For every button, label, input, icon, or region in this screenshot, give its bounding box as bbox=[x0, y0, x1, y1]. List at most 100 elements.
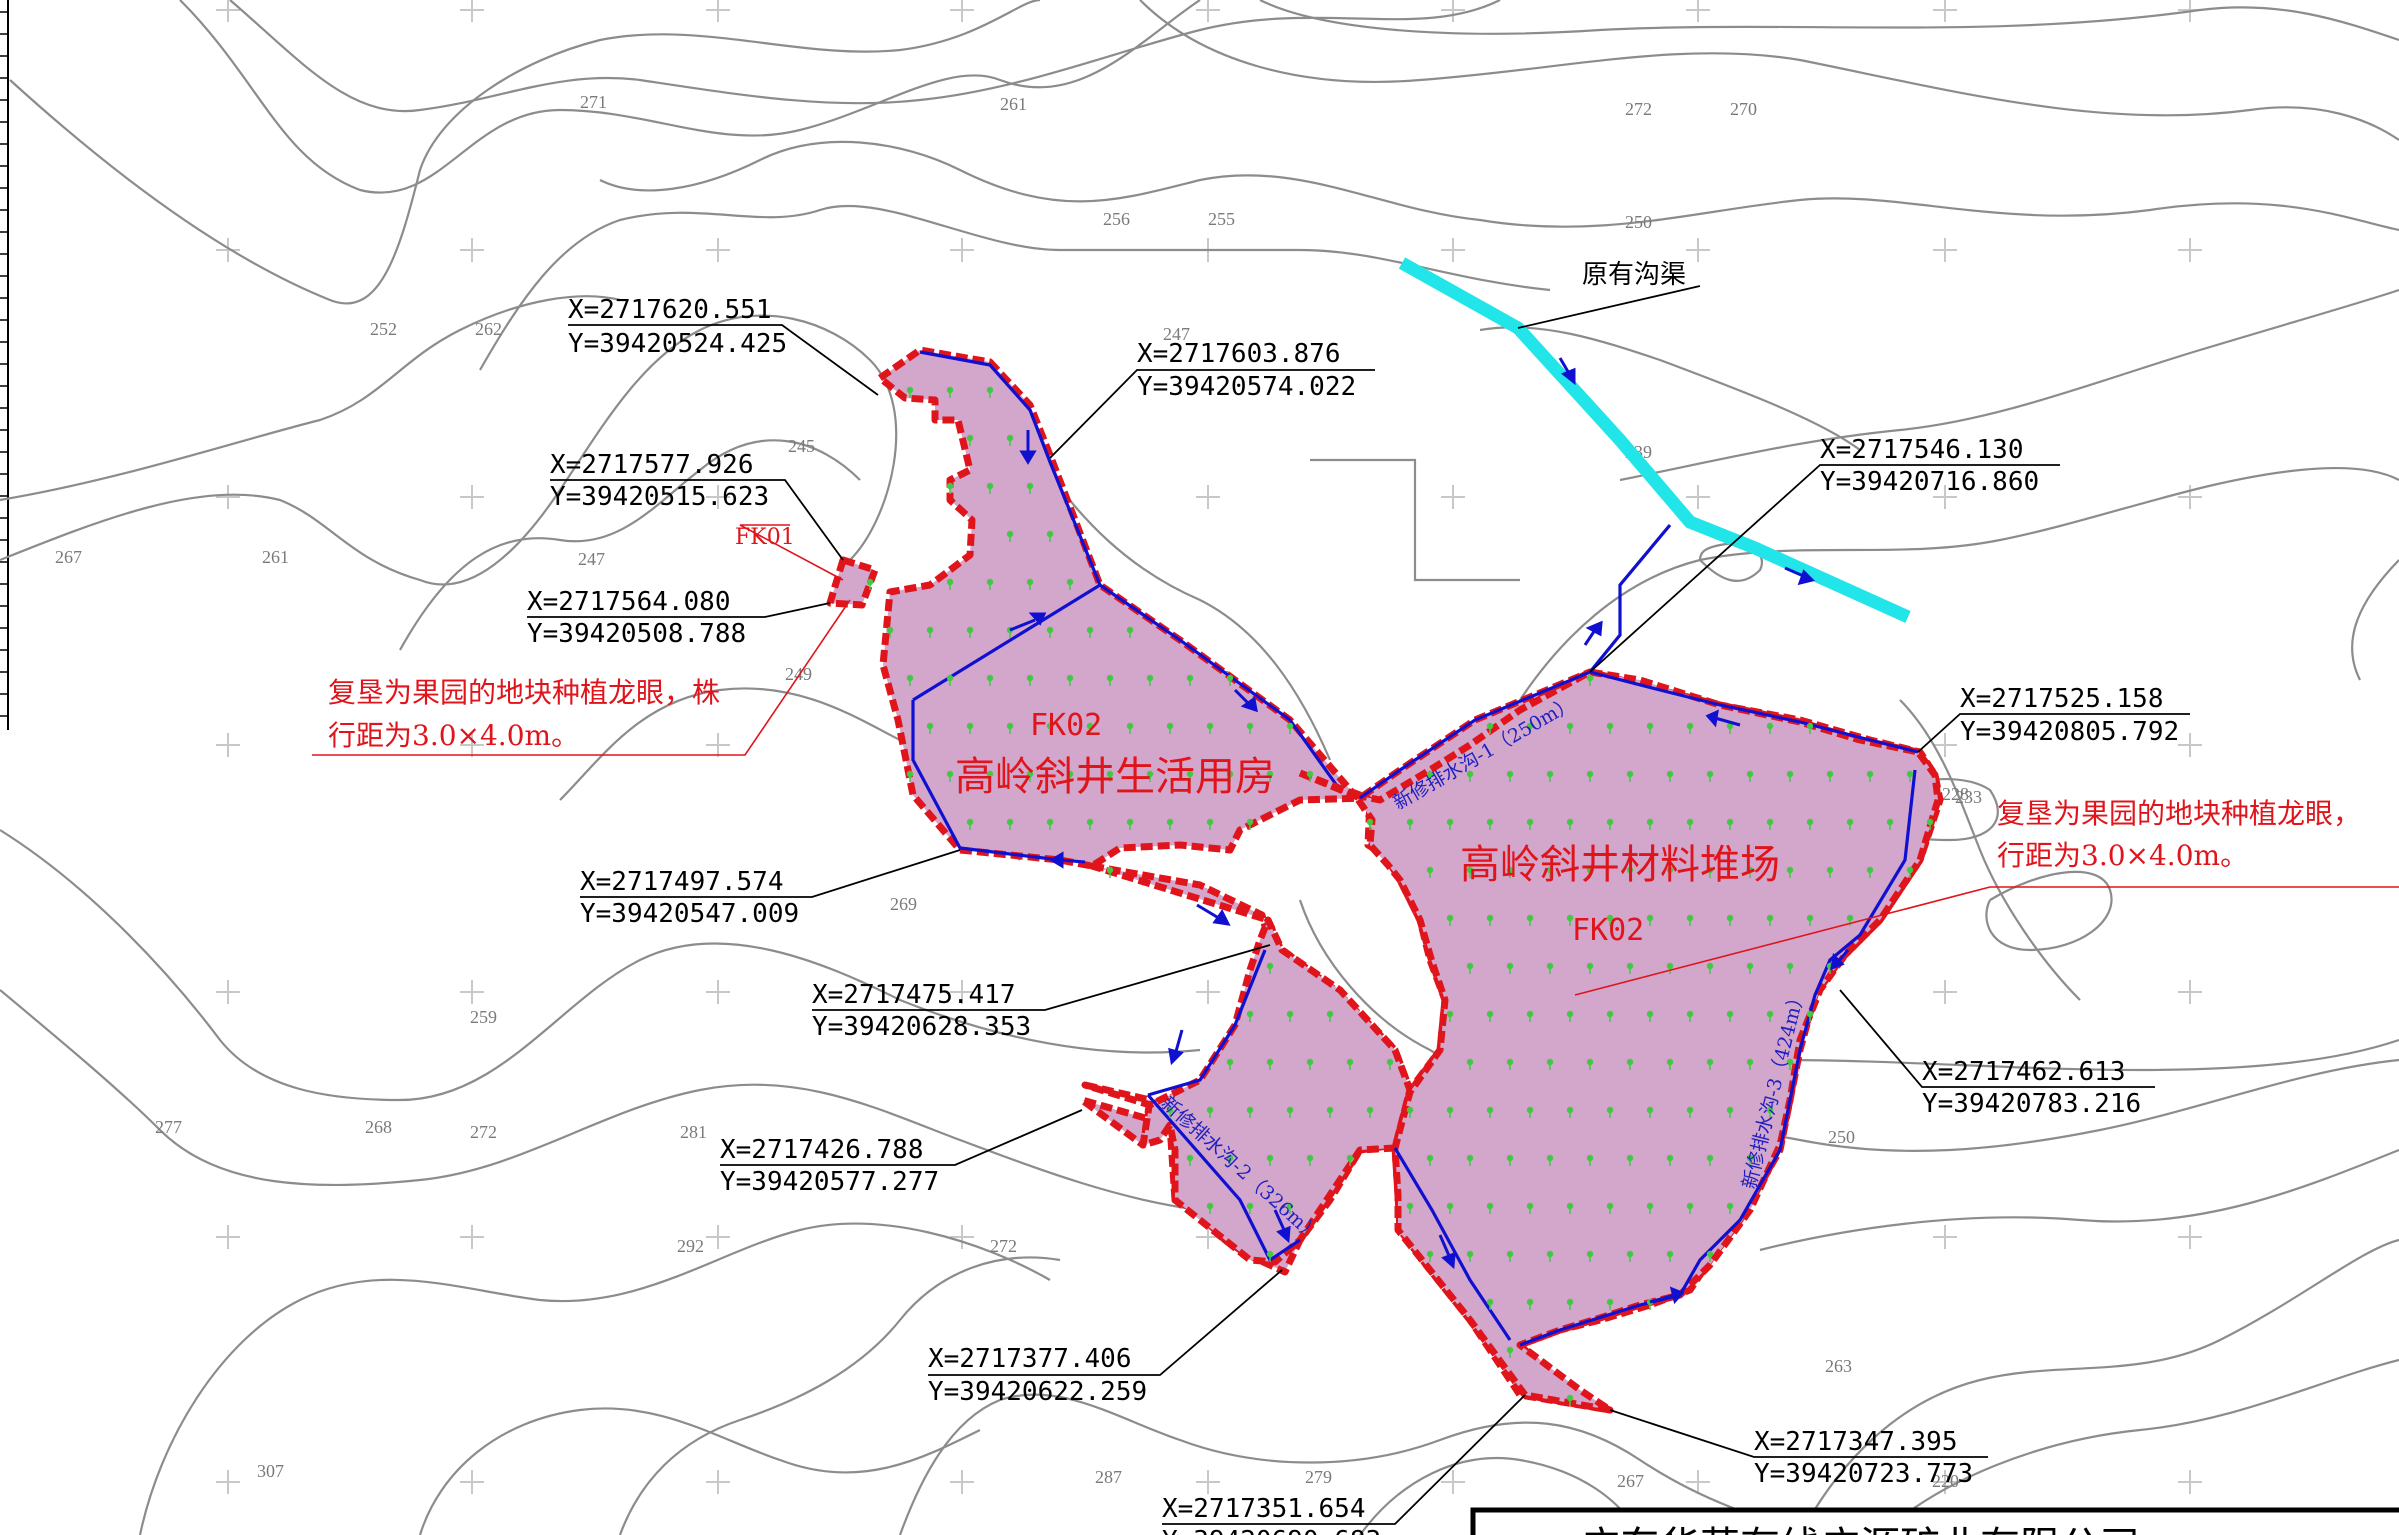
tree-marker bbox=[1606, 818, 1614, 830]
existing-canal: 原有沟渠 bbox=[1398, 257, 1911, 623]
tree-marker bbox=[1586, 1250, 1594, 1262]
svg-text:Y=39420723.773: Y=39420723.773 bbox=[1754, 1459, 1973, 1489]
tree-marker bbox=[1526, 818, 1534, 830]
tree-marker bbox=[1006, 434, 1014, 446]
elevation-label: 220 bbox=[1932, 1471, 1959, 1491]
svg-text:X=2717475.417: X=2717475.417 bbox=[812, 980, 1016, 1010]
tree-marker bbox=[1506, 770, 1514, 782]
tree-marker bbox=[1766, 818, 1774, 830]
tree-marker bbox=[1686, 914, 1694, 926]
tree-marker bbox=[1026, 578, 1034, 590]
tree-marker bbox=[1286, 1202, 1294, 1214]
grid-cross bbox=[950, 238, 974, 262]
tree-marker bbox=[1206, 722, 1214, 734]
tree-marker bbox=[1226, 1154, 1234, 1166]
tree-marker bbox=[1666, 866, 1674, 878]
svg-text:X=2717347.395: X=2717347.395 bbox=[1754, 1427, 1958, 1457]
tree-marker bbox=[1686, 818, 1694, 830]
svg-text:X=2717462.613: X=2717462.613 bbox=[1922, 1057, 2126, 1087]
tree-marker bbox=[1706, 770, 1714, 782]
tree-marker bbox=[906, 386, 914, 398]
note-left-line1: 复垦为果园的地块种植龙眼，株 bbox=[328, 676, 720, 709]
tree-marker bbox=[1306, 770, 1314, 782]
tree-marker bbox=[1246, 818, 1254, 830]
elevation-label: 262 bbox=[475, 319, 502, 339]
tree-marker bbox=[1686, 1106, 1694, 1118]
tree-marker bbox=[1306, 1058, 1314, 1070]
tree-marker bbox=[1306, 1154, 1314, 1166]
tree-marker bbox=[1726, 722, 1734, 734]
coord-callout: X=2717426.788 Y=39420577.277 bbox=[720, 1109, 1083, 1197]
note-right-line1: 复垦为果园的地块种植龙眼， bbox=[1997, 797, 2361, 830]
tree-marker bbox=[1086, 818, 1094, 830]
tree-marker bbox=[1686, 1010, 1694, 1022]
tree-marker bbox=[1466, 1154, 1474, 1166]
grid-cross bbox=[2178, 238, 2202, 262]
fk02-east-name: 高岭斜井材料堆场 bbox=[1460, 842, 1780, 888]
grid-cross bbox=[706, 980, 730, 1004]
tree-marker bbox=[1526, 722, 1534, 734]
tree-marker bbox=[1826, 770, 1834, 782]
grid-cross bbox=[460, 0, 484, 22]
tree-marker bbox=[1626, 1058, 1634, 1070]
tree-marker bbox=[1266, 770, 1274, 782]
tree-marker bbox=[1106, 674, 1114, 686]
tree-marker bbox=[1266, 1058, 1274, 1070]
svg-text:X=2717525.158: X=2717525.158 bbox=[1960, 684, 2164, 714]
grid-cross bbox=[1686, 1470, 1710, 1494]
tree-marker bbox=[1326, 1010, 1334, 1022]
tree-marker bbox=[1566, 1106, 1574, 1118]
elevation-label: 271 bbox=[580, 92, 607, 112]
tree-marker bbox=[1546, 770, 1554, 782]
tree-marker bbox=[1566, 1394, 1574, 1406]
svg-text:X=2717564.080: X=2717564.080 bbox=[527, 587, 731, 617]
tree-marker bbox=[1466, 866, 1474, 878]
tree-marker bbox=[1166, 722, 1174, 734]
tree-marker bbox=[1786, 962, 1794, 974]
tree-marker bbox=[1006, 722, 1014, 734]
tree-marker bbox=[1346, 1154, 1354, 1166]
tree-marker bbox=[1806, 722, 1814, 734]
tree-marker bbox=[1426, 1154, 1434, 1166]
tree-marker bbox=[1746, 866, 1754, 878]
elevation-label: 252 bbox=[370, 319, 397, 339]
tree-marker bbox=[1646, 914, 1654, 926]
tree-marker bbox=[1646, 1202, 1654, 1214]
tree-marker bbox=[1386, 1058, 1394, 1070]
tree-marker bbox=[1246, 1106, 1254, 1118]
tree-marker bbox=[1846, 818, 1854, 830]
tree-marker bbox=[906, 770, 914, 782]
tree-marker bbox=[1566, 1202, 1574, 1214]
tree-marker bbox=[1046, 530, 1054, 542]
tree-marker bbox=[1626, 962, 1634, 974]
tree-marker bbox=[946, 770, 954, 782]
elevation-label: 272 bbox=[470, 1122, 497, 1142]
tree-marker bbox=[1586, 1058, 1594, 1070]
tree-marker bbox=[1126, 722, 1134, 734]
elevation-label: 279 bbox=[1305, 1467, 1332, 1487]
elevation-label: 267 bbox=[55, 547, 82, 567]
grid-cross bbox=[2178, 1470, 2202, 1494]
tree-marker bbox=[1126, 818, 1134, 830]
title-block: 广东华茂有线广源矿业有限公司 bbox=[1470, 1507, 2399, 1535]
tree-marker bbox=[1346, 1058, 1354, 1070]
svg-text:X=2717351.654: X=2717351.654 bbox=[1162, 1494, 1366, 1524]
tree-marker bbox=[1566, 818, 1574, 830]
tree-marker bbox=[1286, 1010, 1294, 1022]
svg-text:X=2717546.130: X=2717546.130 bbox=[1820, 435, 2024, 465]
tree-marker bbox=[1726, 1010, 1734, 1022]
tree-marker bbox=[1766, 1010, 1774, 1022]
tree-marker bbox=[1486, 1010, 1494, 1022]
tree-marker bbox=[1286, 722, 1294, 734]
tree-marker bbox=[1866, 770, 1874, 782]
tree-marker bbox=[1506, 1250, 1514, 1262]
tree-marker bbox=[1686, 722, 1694, 734]
grid-cross bbox=[216, 1470, 240, 1494]
fk02-east-id: FK02 bbox=[1572, 913, 1644, 948]
tree-marker bbox=[1586, 866, 1594, 878]
grid-cross bbox=[2178, 733, 2202, 757]
orchard-trees bbox=[866, 386, 1934, 1406]
tree-marker bbox=[1786, 866, 1794, 878]
elevation-label: 270 bbox=[1730, 99, 1757, 119]
tree-marker bbox=[1906, 770, 1914, 782]
